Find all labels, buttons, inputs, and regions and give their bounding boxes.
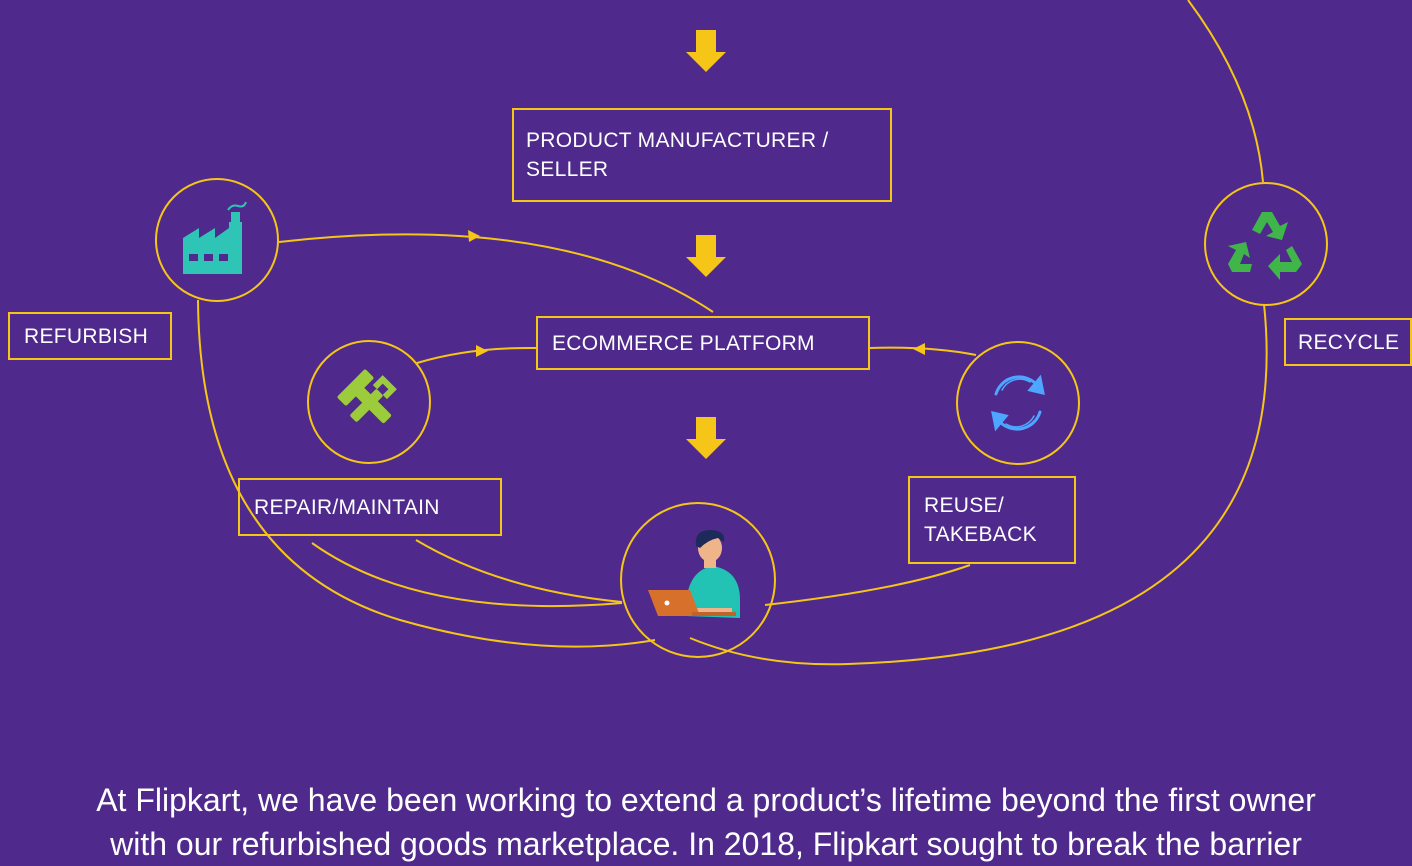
caption-line-2: with our refurbished goods marketplace. … — [110, 826, 1302, 862]
recycle-box: RECYCLE — [1284, 318, 1412, 366]
customer-to-reuse-line — [764, 564, 971, 606]
reuse-to-platform-line — [869, 346, 977, 356]
person-laptop-icon — [648, 530, 740, 618]
down-arrow — [686, 235, 726, 277]
down-arrow — [686, 30, 726, 72]
reuse-circle — [956, 341, 1080, 465]
arrowhead — [913, 343, 925, 355]
recycle-label: RECYCLE — [1298, 330, 1400, 354]
refurbish-outer-line — [197, 299, 656, 648]
circular-arrows-icon — [991, 374, 1045, 432]
repair-circle — [307, 340, 431, 464]
refurbish-box: REFURBISH — [8, 312, 172, 360]
factory-icon — [183, 201, 247, 274]
ecommerce-platform-box: ECOMMERCE PLATFORM — [536, 316, 870, 370]
refurbish-to-platform-line — [278, 233, 714, 313]
down-arrow — [686, 417, 726, 459]
repair-maintain-label: REPAIR/MAINTAIN — [254, 495, 440, 519]
product-manufacturer-label: PRODUCT MANUFACTURER / — [526, 129, 829, 152]
repair-to-customer-line — [311, 542, 623, 608]
refurbish-circle — [155, 178, 279, 302]
seller-label: SELLER — [526, 158, 609, 181]
repair-maintain-box: REPAIR/MAINTAIN — [238, 478, 502, 536]
refurbish-label: REFURBISH — [24, 324, 149, 348]
repair-to-platform-line — [416, 346, 537, 364]
caption-line-1: At Flipkart, we have been working to ext… — [96, 782, 1316, 818]
recycle-return-line — [689, 303, 1268, 666]
circular-economy-diagram — [155, 0, 1328, 666]
hammer-wrench-icon — [337, 369, 397, 424]
reuse-label: REUSE/ — [924, 494, 1004, 517]
arrowhead — [468, 230, 480, 242]
recycle-icon — [1228, 212, 1302, 280]
recycle-circle — [1204, 182, 1328, 306]
recycle-loop-line — [1187, 0, 1264, 183]
customer-to-repair-line — [415, 539, 623, 603]
customer-circle — [620, 502, 776, 658]
ecommerce-platform-label: ECOMMERCE PLATFORM — [552, 331, 815, 355]
product-manufacturer-box: PRODUCT MANUFACTURER / SELLER — [512, 108, 892, 202]
takeback-label: TAKEBACK — [924, 523, 1037, 546]
reuse-takeback-box: REUSE/ TAKEBACK — [908, 476, 1076, 564]
arrowhead — [476, 345, 488, 357]
